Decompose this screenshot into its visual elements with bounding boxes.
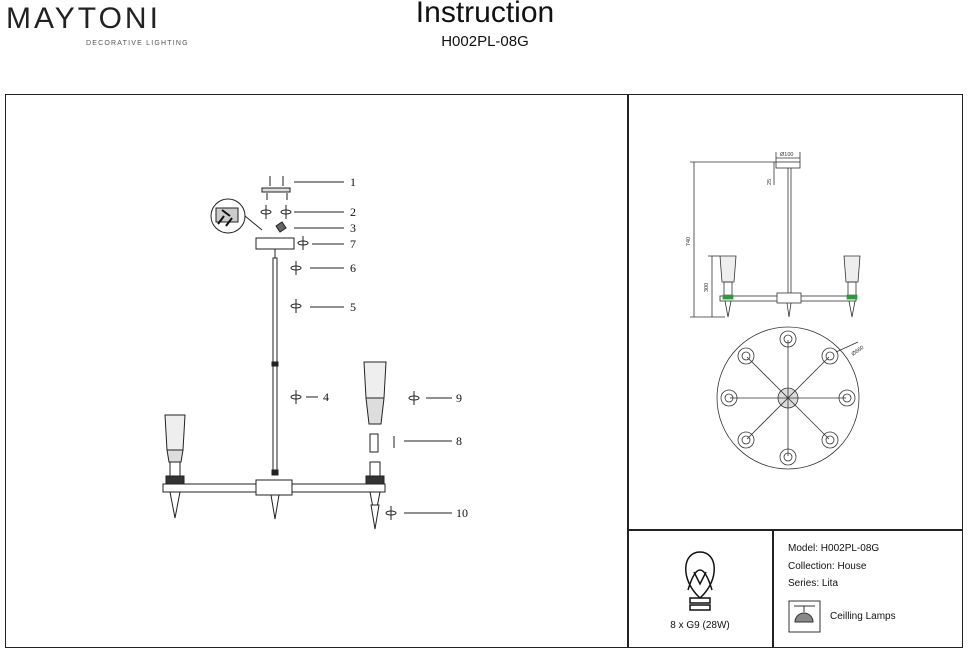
dim-canopy-diameter: Ø100	[780, 152, 793, 158]
spec-bulb: 8 x G9 (28W)	[670, 620, 730, 631]
label-7: 7	[350, 237, 356, 251]
label-2: 2	[350, 205, 356, 219]
spec-collection: Collection: House	[788, 561, 867, 572]
label-4: 4	[323, 390, 329, 404]
label-9: 9	[456, 391, 462, 405]
model-code: H002PL-08G	[441, 33, 529, 50]
dim-span-diameter: Ø660	[851, 345, 865, 358]
rotate-icon	[260, 205, 292, 219]
top-view-diagram	[716, 326, 860, 470]
ceiling-lamp-icon	[788, 600, 821, 633]
label-10: 10	[456, 506, 468, 520]
spec-type: Ceilling Lamps	[830, 611, 896, 622]
dimension-labels: Ø100 25 740 300 Ø660	[686, 152, 865, 358]
assembly-diagram	[162, 176, 452, 530]
frame-divider	[627, 94, 629, 648]
spec-series: Series: Lita	[788, 578, 839, 589]
brand-logo: MAYTONI	[6, 2, 161, 35]
wire-connector-icon	[210, 198, 263, 234]
spec-model: Model: H002PL-08G	[788, 543, 880, 554]
drawing-frame	[5, 94, 963, 648]
dim-total-height: 740	[686, 237, 692, 246]
side-view-diagram	[690, 152, 861, 318]
spec-divider	[772, 529, 774, 648]
dim-shade-height: 300	[704, 283, 710, 292]
dim-canopy-height: 25	[767, 179, 773, 185]
page-title: Instruction	[415, 0, 555, 29]
mounting-screws-icon	[261, 176, 291, 200]
brand-tagline: DECORATIVE LIGHTING	[86, 40, 189, 47]
label-3: 3	[350, 221, 356, 235]
label-6: 6	[350, 261, 356, 275]
bulb-position-icon	[720, 330, 856, 466]
frame-divider-horizontal	[627, 529, 963, 531]
label-8: 8	[456, 434, 462, 448]
assembly-labels: 1 2 3 7 6 5 4 9 8 10	[323, 175, 468, 520]
label-5: 5	[350, 300, 356, 314]
rotate-icon	[290, 236, 420, 520]
label-1: 1	[350, 175, 356, 189]
light-bulb-icon	[685, 551, 715, 611]
